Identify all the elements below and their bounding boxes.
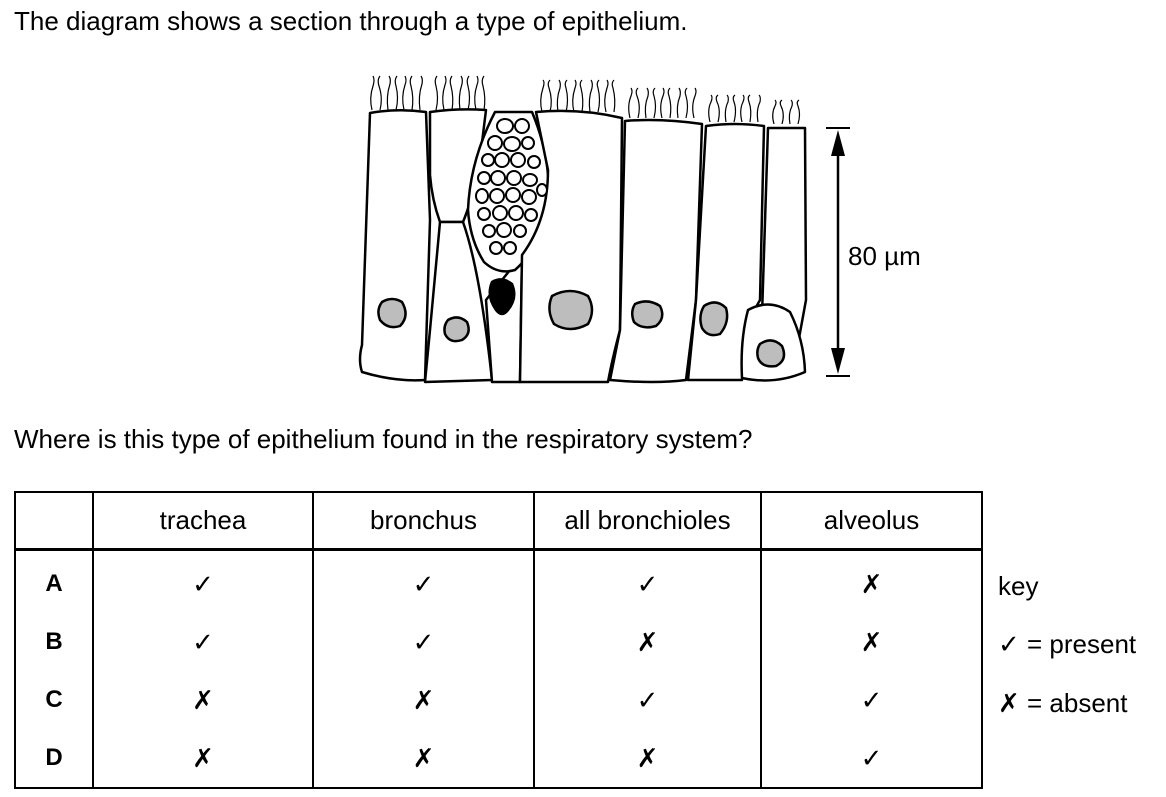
cell-mark: ✗ bbox=[92, 671, 314, 729]
key-absent: ✗ = absent bbox=[998, 688, 1128, 718]
ciliated-cell-4 bbox=[608, 118, 704, 384]
cell-mark: ✗ bbox=[92, 729, 314, 789]
header-all-bronchioles: all bronchioles bbox=[533, 491, 762, 551]
nuclei bbox=[377, 278, 786, 368]
question-text: Where is this type of epithelium found i… bbox=[14, 424, 753, 454]
cell-mark: ✗ bbox=[312, 729, 535, 789]
key-present: ✓ = present bbox=[998, 629, 1137, 659]
narrow-cell bbox=[484, 253, 524, 384]
cell-mark: ✓ bbox=[92, 549, 314, 613]
cell-mark: ✓ bbox=[533, 549, 762, 613]
header-alveolus: alveolus bbox=[760, 491, 983, 551]
cell-mark: ✓ bbox=[92, 613, 314, 671]
table-header-row: trachea bronchus all bronchioles alveolu… bbox=[14, 491, 983, 551]
ciliated-cell-1 bbox=[358, 109, 432, 382]
header-bronchus: bronchus bbox=[312, 491, 535, 551]
cell-mark: ✓ bbox=[312, 549, 535, 613]
cell-mark: ✓ bbox=[312, 613, 535, 671]
cell-mark: ✗ bbox=[760, 613, 983, 671]
header-trachea: trachea bbox=[92, 491, 314, 551]
option-label-d[interactable]: D bbox=[14, 729, 94, 789]
option-label-b[interactable]: B bbox=[14, 613, 94, 671]
cell-mark: ✓ bbox=[533, 671, 762, 729]
answer-table: trachea bronchus all bronchioles alveolu… bbox=[14, 491, 983, 789]
header-corner bbox=[14, 491, 94, 551]
cell-mark: ✓ bbox=[760, 729, 983, 789]
scale-label: 80 µm bbox=[848, 241, 921, 271]
cilia bbox=[370, 75, 801, 125]
cell-mark: ✗ bbox=[533, 729, 762, 789]
cell-mark: ✓ bbox=[760, 671, 983, 729]
ciliated-cell-3 bbox=[518, 109, 624, 384]
table-row: D ✗ ✗ ✗ ✓ bbox=[14, 729, 983, 789]
epithelial-cells bbox=[358, 108, 808, 384]
key-title: key bbox=[998, 571, 1039, 601]
intro-text: The diagram shows a section through a ty… bbox=[14, 6, 688, 36]
table-row: B ✓ ✓ ✗ ✗ bbox=[14, 613, 983, 671]
table-row: A ✓ ✓ ✓ ✗ bbox=[14, 549, 983, 613]
option-label-a[interactable]: A bbox=[14, 549, 94, 613]
cell-mark: ✗ bbox=[312, 671, 535, 729]
mucus-droplets bbox=[475, 118, 548, 255]
scale-bar bbox=[826, 127, 850, 377]
epithelium-diagram: 80 µm bbox=[358, 75, 921, 384]
cell-mark: ✗ bbox=[533, 613, 762, 671]
table-row: C ✗ ✗ ✓ ✓ bbox=[14, 671, 983, 729]
option-label-c[interactable]: C bbox=[14, 671, 94, 729]
cell-mark: ✗ bbox=[760, 549, 983, 613]
